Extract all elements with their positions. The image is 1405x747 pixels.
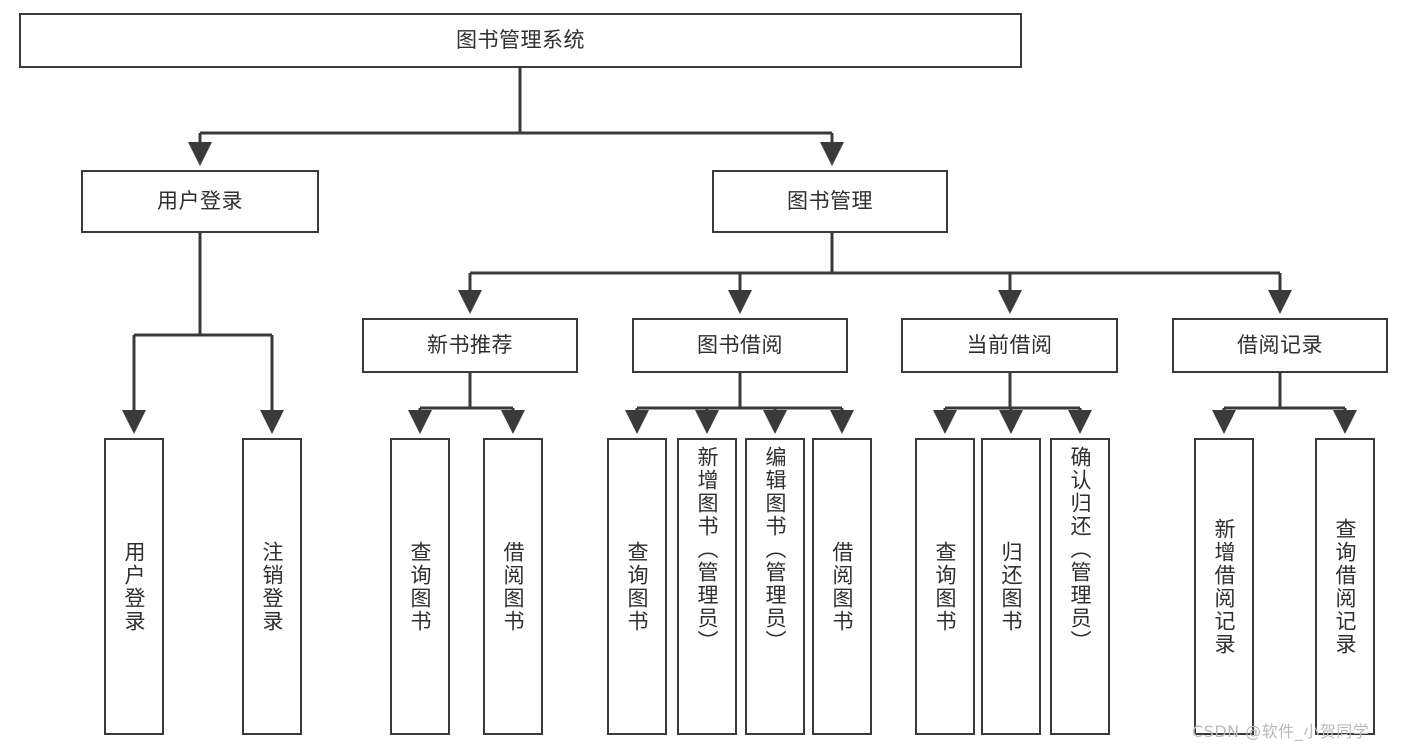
- node-borrow-record[interactable]: 借阅记录: [1172, 318, 1388, 373]
- leaf-add-borrow-record-label: 新增借阅记录: [1212, 517, 1237, 656]
- leaf-borrow-book-1[interactable]: 借阅图书: [483, 438, 543, 735]
- node-book-borrow[interactable]: 图书借阅: [632, 318, 848, 373]
- leaf-borrow-book-2[interactable]: 借阅图书: [812, 438, 872, 735]
- leaf-borrow-book-1-label: 借阅图书: [501, 540, 526, 633]
- node-root-label: 图书管理系统: [456, 28, 585, 53]
- leaf-query-book-2-label: 查询图书: [625, 540, 650, 633]
- node-new-book-recommend-label: 新书推荐: [427, 333, 513, 358]
- leaf-confirm-return-admin[interactable]: 确认归还（管理员）: [1050, 438, 1110, 735]
- leaf-return-book-label: 归还图书: [999, 540, 1024, 633]
- leaf-query-borrow-record[interactable]: 查询借阅记录: [1315, 438, 1375, 735]
- leaf-query-borrow-record-label: 查询借阅记录: [1333, 517, 1358, 656]
- leaf-user-login[interactable]: 用户登录: [104, 438, 164, 735]
- node-book-manage-label: 图书管理: [787, 189, 873, 214]
- node-borrow-record-label: 借阅记录: [1237, 333, 1323, 358]
- leaf-edit-book-admin[interactable]: 编辑图书（管理员）: [745, 438, 805, 735]
- leaf-confirm-return-admin-label: 确认归还（管理员）: [1068, 446, 1093, 653]
- leaf-query-book-3-label: 查询图书: [933, 540, 958, 633]
- leaf-edit-book-admin-label: 编辑图书（管理员）: [763, 446, 788, 653]
- leaf-query-book-3[interactable]: 查询图书: [915, 438, 975, 735]
- leaf-query-book-1[interactable]: 查询图书: [390, 438, 450, 735]
- node-book-borrow-label: 图书借阅: [697, 333, 783, 358]
- leaf-return-book[interactable]: 归还图书: [981, 438, 1041, 735]
- node-new-book-recommend[interactable]: 新书推荐: [362, 318, 578, 373]
- node-user-login[interactable]: 用户登录: [81, 170, 319, 233]
- node-current-borrow-label: 当前借阅: [966, 333, 1053, 358]
- leaf-add-book-admin[interactable]: 新增图书（管理员）: [677, 438, 737, 735]
- leaf-add-book-admin-label: 新增图书（管理员）: [695, 446, 720, 653]
- leaf-logout-login-label: 注销登录: [260, 540, 285, 633]
- node-book-manage[interactable]: 图书管理: [712, 170, 948, 233]
- node-user-login-label: 用户登录: [157, 189, 243, 214]
- leaf-add-borrow-record[interactable]: 新增借阅记录: [1194, 438, 1254, 735]
- leaf-logout-login[interactable]: 注销登录: [242, 438, 302, 735]
- leaf-query-book-2[interactable]: 查询图书: [607, 438, 667, 735]
- csdn-watermark: CSDN @软件_小贺同学: [1192, 722, 1370, 741]
- leaf-user-login-label: 用户登录: [122, 540, 147, 633]
- node-root[interactable]: 图书管理系统: [19, 13, 1022, 68]
- leaf-borrow-book-2-label: 借阅图书: [830, 540, 855, 633]
- leaf-query-book-1-label: 查询图书: [408, 540, 433, 633]
- node-current-borrow[interactable]: 当前借阅: [901, 318, 1118, 373]
